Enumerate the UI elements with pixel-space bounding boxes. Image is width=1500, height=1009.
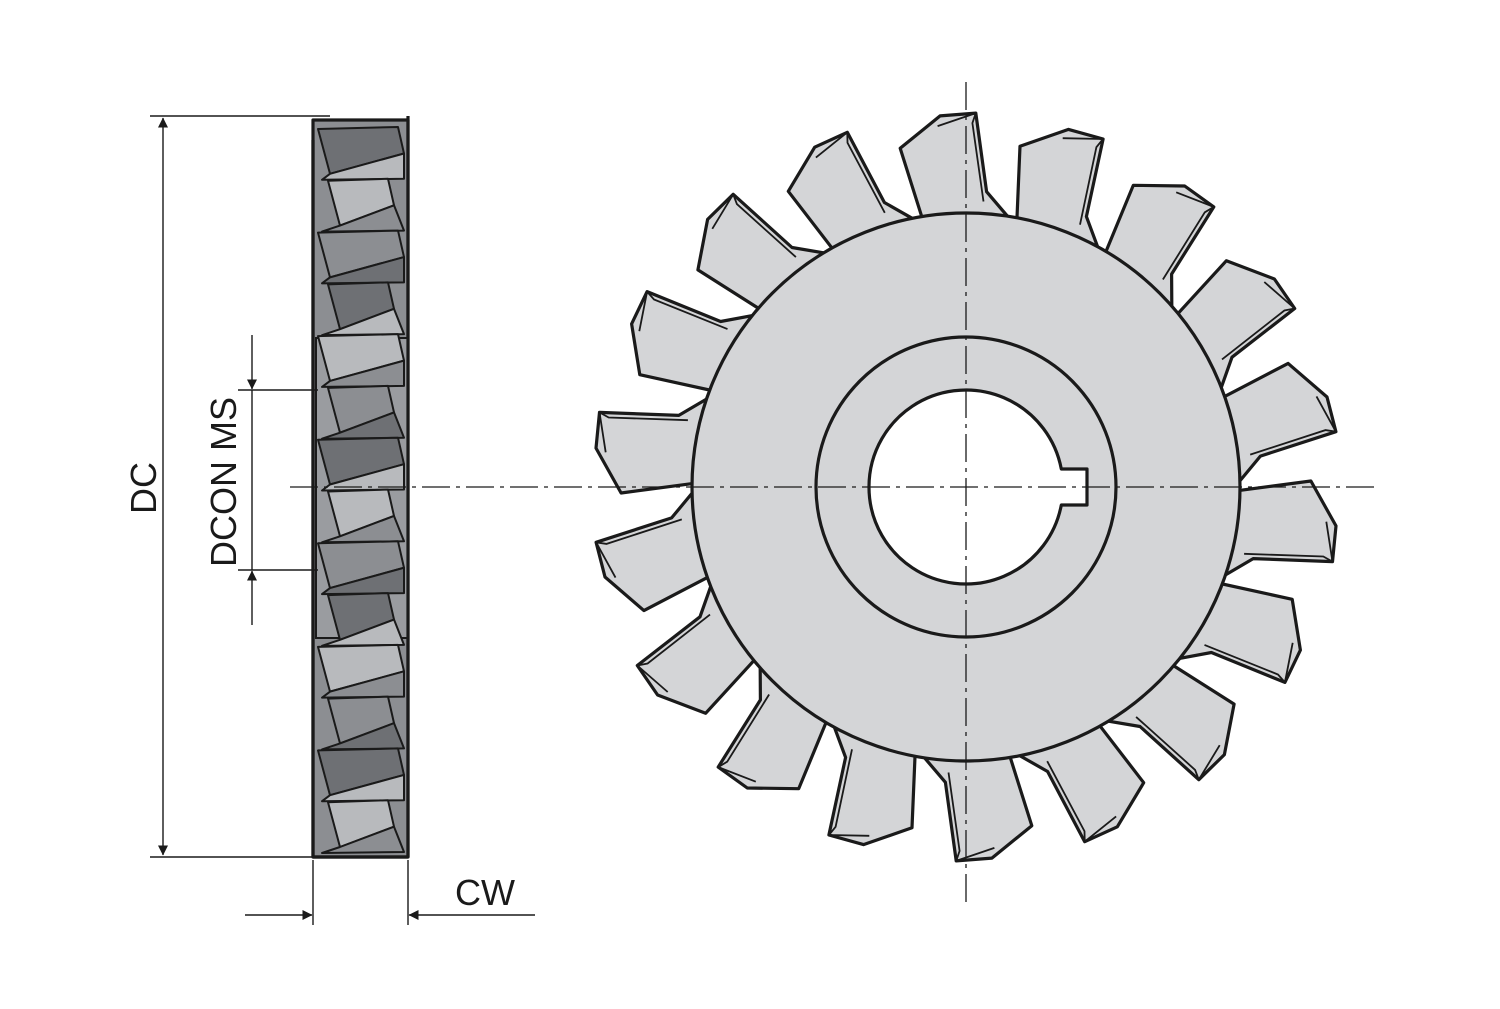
cutter-tooth-land (711, 193, 797, 258)
side-view-tooth-facet (321, 773, 405, 803)
side-view-tooth-facet (321, 670, 405, 699)
cutter-tooth-land (1135, 716, 1221, 781)
side-view-tooth-facet (321, 307, 405, 337)
dc-label: DC (123, 462, 164, 514)
cutter-tooth-land (1062, 137, 1104, 225)
cutter-tooth-land (1204, 642, 1294, 683)
side-view-tooth-facet (321, 566, 405, 596)
side-view-tooth-facet (321, 256, 405, 285)
dimension-dcon-ms: DCON MS (203, 335, 318, 625)
dcon-ms-label: DCON MS (203, 397, 244, 567)
cutter-tooth-land (1221, 281, 1296, 361)
side-view-tooth-facet (321, 463, 405, 492)
side-view-tooth-facet (321, 825, 405, 854)
side-view-tooth-facets (317, 126, 405, 854)
cutter-tooth-land (937, 112, 985, 202)
side-view (311, 116, 410, 859)
side-view-tooth-facet (321, 152, 405, 181)
cutter-tooth (898, 111, 1019, 229)
side-view-tooth-facet (321, 618, 405, 647)
cutter-tooth-land (1249, 395, 1337, 456)
dimension-cw: CW (245, 860, 535, 925)
side-view-tooth-facet (321, 411, 405, 440)
cutter-tooth-land (1046, 760, 1117, 843)
dimension-dc: DC (123, 115, 330, 858)
cutter-tooth-land (947, 772, 995, 862)
center-lines (290, 82, 1380, 905)
cutter-tooth-land (1162, 191, 1215, 280)
cutter-tooth-land (717, 694, 770, 783)
cutter-tooth (913, 745, 1034, 863)
side-view-tooth-facet (321, 359, 405, 388)
cutter-tooth-land (595, 518, 683, 579)
side-view-tooth-facet (321, 722, 405, 751)
cutter-tooth-land (638, 291, 728, 332)
cw-label: CW (455, 872, 515, 913)
cutter-tooth-land (815, 131, 886, 214)
side-view-tooth-facet (321, 204, 405, 233)
cutter-tooth-land (636, 613, 711, 693)
cutter-tooth-land (828, 749, 870, 837)
cutter-tooth-land (598, 411, 688, 453)
side-view-tooth-facet (321, 514, 405, 544)
cutter-tooth-land (1244, 521, 1334, 563)
